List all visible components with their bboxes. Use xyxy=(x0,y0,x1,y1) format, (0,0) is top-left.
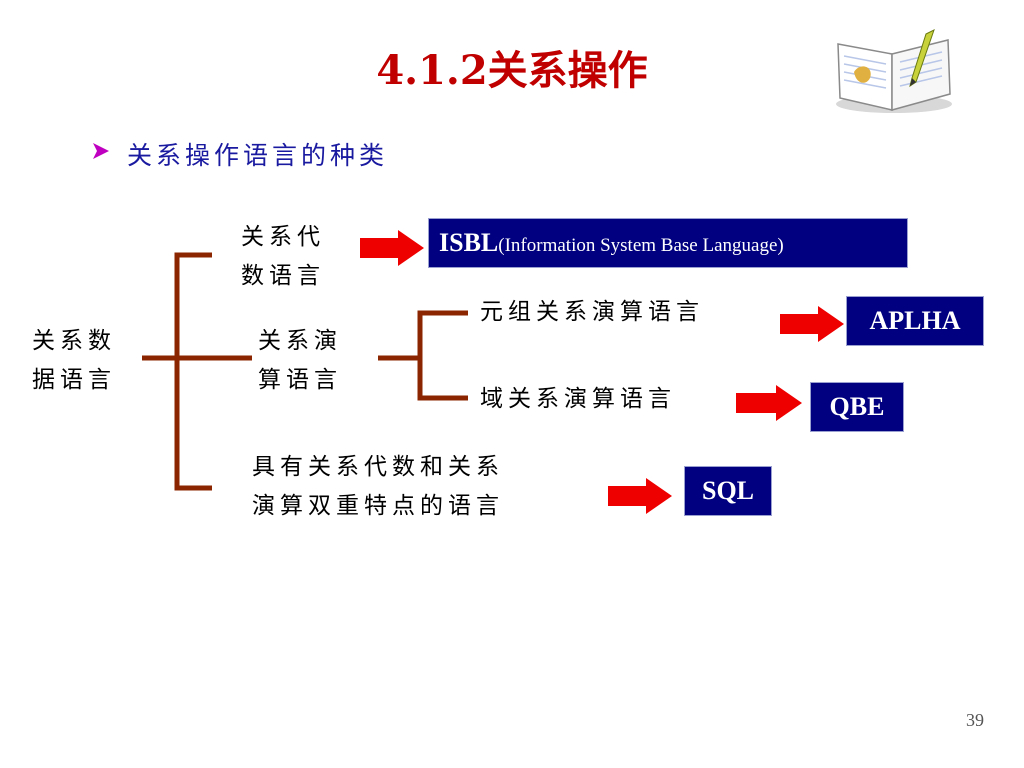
node-dual-language: 具有关系代数和关系 演算双重特点的语言 xyxy=(252,448,504,526)
node-line: 据语言 xyxy=(32,367,116,393)
node-line: 关系演 xyxy=(258,328,342,354)
isbl-name: ISBL xyxy=(439,228,499,257)
open-book-icon xyxy=(836,29,952,113)
node-line: 关系数 xyxy=(32,328,116,354)
qbe-label: QBE xyxy=(829,392,885,421)
node-relational-algebra: 关系代 数语言 xyxy=(241,218,325,296)
aplha-label: APLHA xyxy=(869,306,961,335)
bullet-heading: 关系操作语言的种类 xyxy=(127,141,389,170)
arrow-to-sql xyxy=(608,478,672,514)
node-relational-calculus: 关系演 算语言 xyxy=(258,322,342,400)
qbe-box: QBE xyxy=(810,382,904,432)
sql-label: SQL xyxy=(701,476,755,505)
bullet-arrowhead-icon xyxy=(93,143,109,159)
page-number: 39 xyxy=(966,710,984,730)
arrow-to-qbe xyxy=(736,385,802,421)
aplha-box: APLHA xyxy=(846,296,984,346)
isbl-box: ISBL(Information System Base Language) xyxy=(428,218,908,268)
calculus-bracket xyxy=(417,310,468,401)
node-line: 具有关系代数和关系 xyxy=(252,454,504,480)
node-relational-data-language: 关系数 据语言 xyxy=(32,322,116,400)
node-line: 演算双重特点的语言 xyxy=(252,493,504,519)
node-tuple-calculus: 元组关系演算语言 xyxy=(480,299,704,325)
node-line: 数语言 xyxy=(241,263,325,289)
arrow-to-isbl xyxy=(360,230,424,266)
node-domain-calculus: 域关系演算语言 xyxy=(480,386,676,412)
sql-box: SQL xyxy=(684,466,772,516)
node-line: 算语言 xyxy=(258,367,342,393)
slide-title: 4.1.2关系操作 xyxy=(376,47,648,94)
root-bracket xyxy=(174,252,212,491)
isbl-description: (Information System Base Language) xyxy=(498,235,784,256)
node-line: 关系代 xyxy=(241,224,325,250)
arrow-to-aplha xyxy=(780,306,844,342)
